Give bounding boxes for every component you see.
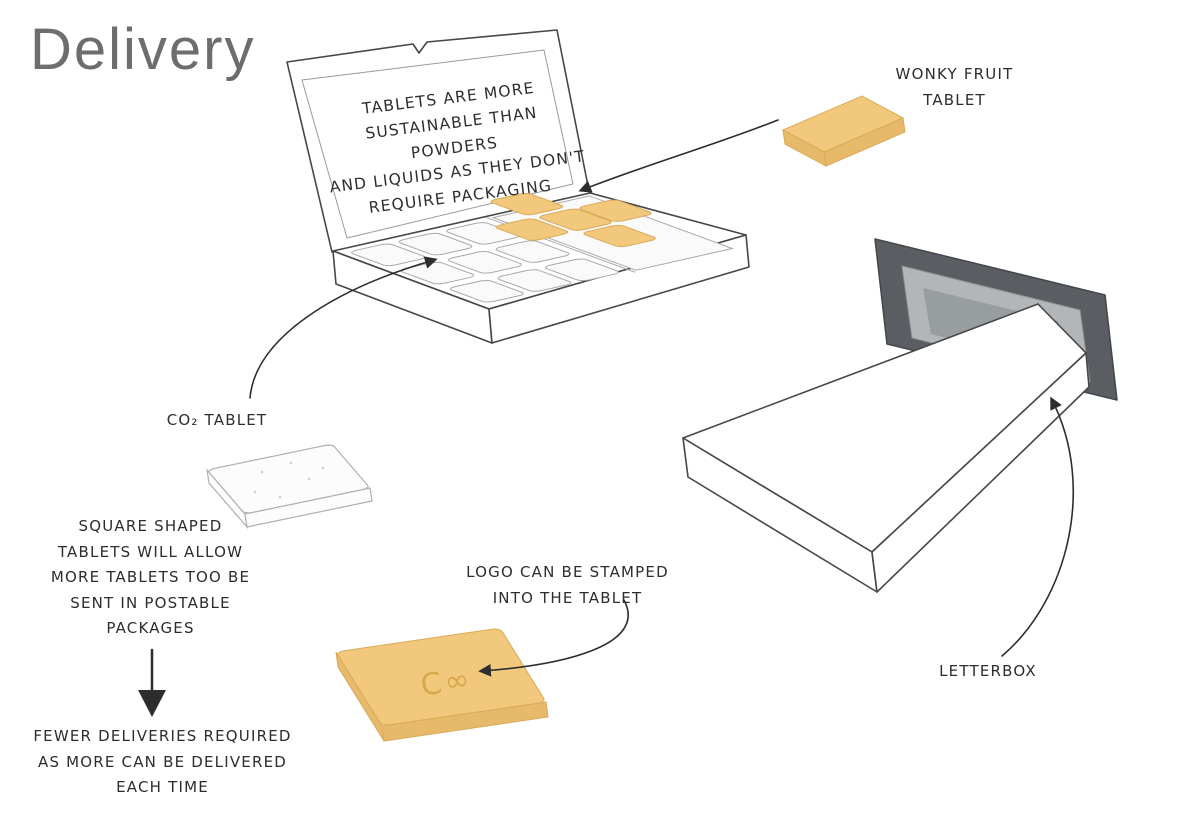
down-arrow-head [138,690,166,717]
postal-box-drawing [287,29,749,344]
white-tablet [542,258,621,282]
white-tablet [495,269,574,293]
arrow-wonky-to-box [578,119,779,193]
arrow-logo-to-tablet [478,599,629,677]
co2-tablet-top [207,444,370,514]
tablet-speck [253,490,257,494]
logo-stamp-annotation: LOGO CAN BE STAMPED INTO THE TABLET [466,563,669,607]
white-tablet [447,279,526,303]
arrow-co2-to-box [249,256,438,399]
stamped-logo: C∞ [419,662,475,704]
wonky-fruit-tablet-drawing [781,95,906,167]
co2-tablet-drawing [207,444,372,527]
page-title: Delivery [30,17,256,82]
letterbox-drawing [682,238,1118,593]
box-lid-inner-line [301,49,574,239]
letterbox-label: LETTERBOX [939,662,1037,680]
square-shaped-annotation: SQUARE SHAPED TABLETS WILL ALLOW MORE TA… [50,517,251,637]
wonky-fruit-tablet-in-box [537,208,615,231]
tablet-speck [307,477,311,481]
wonky-fruit-label: WONKY FRUIT TABLET [895,65,1014,109]
fewer-deliveries-annotation: FEWER DELIVERIES REQUIRED AS MORE CAN BE… [33,727,292,796]
logo-tablet-top [336,628,546,726]
package-side-face [871,352,1090,593]
white-tablet [348,243,427,267]
tablet-grid [316,183,746,305]
wonky-fruit-tablet-in-box [493,218,571,241]
co2-tablet-label: CO₂ TABLET [166,411,268,429]
wonky-fruit-tablet-in-box [488,192,566,215]
white-tablet [493,240,572,264]
posted-package [682,303,1090,593]
tablet-speck [289,461,293,465]
white-tablet [396,232,475,256]
down-arrow [138,648,166,717]
logo-tablet-drawing: C∞ [336,628,548,741]
white-tablet [445,251,524,275]
arrow-label-to-letterbox [1001,396,1075,657]
wonky-fruit-tablet-in-box [581,224,659,247]
tablet-speck [278,495,282,499]
tablet-speck [321,466,325,470]
tablet-speck [260,470,264,474]
wonky-fruit-tablet-in-box [576,199,654,222]
wonky-tablet-top [781,95,905,153]
